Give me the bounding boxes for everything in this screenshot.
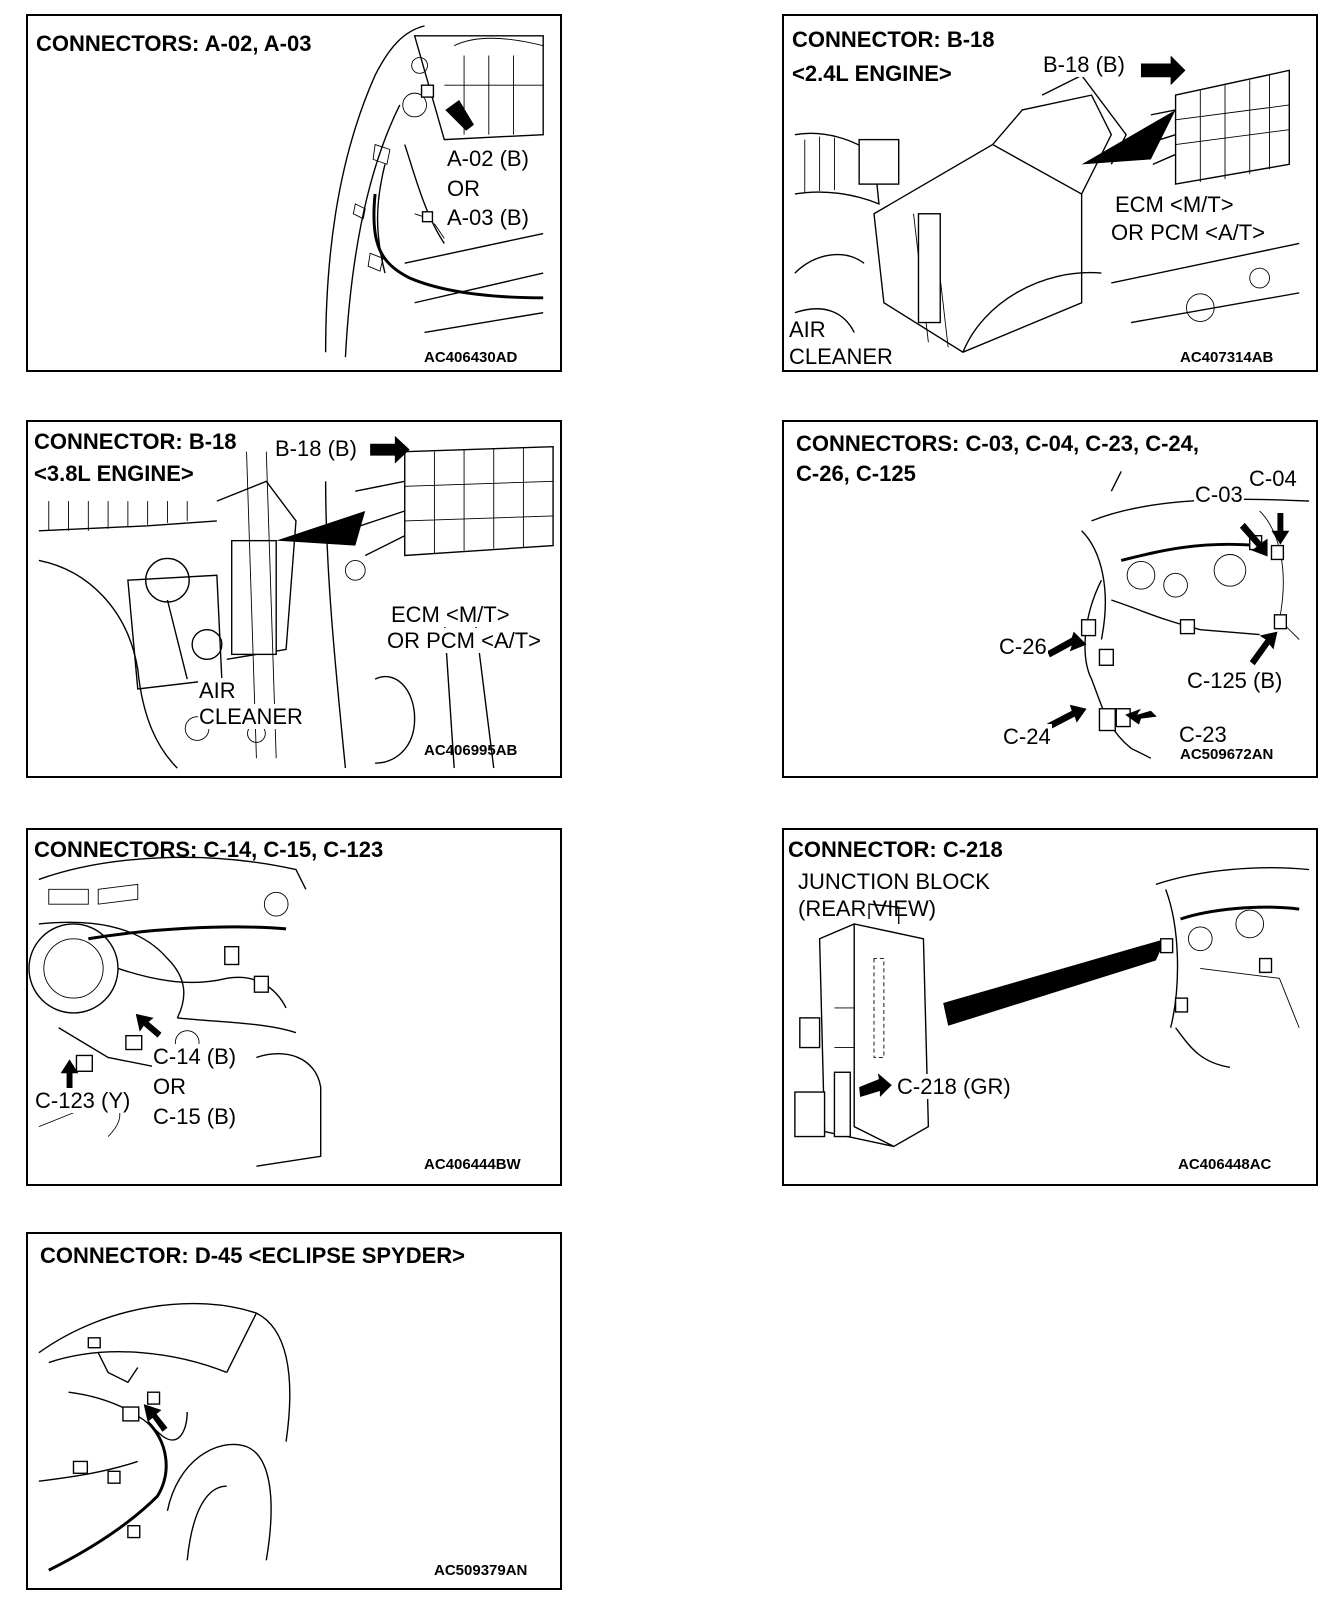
label-air: AIR (788, 317, 827, 342)
panel-connectors-c14-c15-c123: CONNECTORS: C-14, C-15, C-123 C-14 (B) O… (26, 828, 562, 1186)
vehicle-rear-illustration (38, 1302, 291, 1572)
panel-subtitle: <3.8L ENGINE> (34, 461, 194, 486)
label-c03: C-03 (1194, 482, 1244, 507)
label-a03: A-03 (B) (446, 205, 530, 230)
figure-code: AC509672AN (1180, 746, 1274, 763)
label-ecm: ECM <M/T> (390, 602, 511, 627)
panel-title: CONNECTOR: B-18 (34, 429, 237, 454)
label-or: OR (446, 176, 481, 201)
figure-code: AC509379AN (434, 1562, 528, 1579)
panel-subtitle: JUNCTION BLOCK (798, 869, 990, 894)
dashboard-harness-illustration (1047, 471, 1310, 759)
label-b18: B-18 (B) (274, 436, 358, 461)
panel-title-line2: C-26, C-125 (796, 461, 916, 486)
panel-title: CONNECTOR: B-18 (792, 27, 995, 52)
label-ecm: ECM <M/T> (1114, 192, 1235, 217)
engine-bay-illustration (38, 435, 554, 769)
panel-connector-b18-24l: CONNECTOR: B-18 <2.4L ENGINE> B-18 (B) E… (782, 14, 1318, 372)
engine-bay-illustration (324, 25, 544, 358)
panel-title: CONNECTOR: C-218 (788, 837, 1003, 862)
label-cleaner: CLEANER (198, 704, 304, 729)
panel-subtitle: <2.4L ENGINE> (792, 61, 952, 86)
label-pcm: OR PCM <A/T> (386, 628, 543, 653)
label-b18: B-18 (B) (1042, 52, 1126, 77)
figure-code: AC406444BW (424, 1156, 521, 1173)
label-c15: C-15 (B) (152, 1104, 238, 1129)
engine-bay-illustration (794, 55, 1300, 353)
label-c26: C-26 (998, 634, 1048, 659)
panel-title: CONNECTOR: D-45 <ECLIPSE SPYDER> (40, 1243, 466, 1268)
label-air: AIR (198, 678, 237, 703)
label-c04: C-04 (1248, 466, 1298, 491)
label-pcm: OR PCM <A/T> (1110, 220, 1267, 245)
panel-connector-b18-38l: CONNECTOR: B-18 <3.8L ENGINE> B-18 (B) E… (26, 420, 562, 778)
label-c14: C-14 (B) (152, 1044, 238, 1069)
panel-subtitle-line2: (REAR VIEW) (798, 896, 937, 921)
panel-connector-c218: CONNECTOR: C-218 JUNCTION BLOCK (REAR VI… (782, 828, 1318, 1186)
figure-code: AC406448AC (1178, 1156, 1272, 1173)
panel-title: CONNECTORS: C-03, C-04, C-23, C-24, (796, 431, 1200, 456)
panel-title: CONNECTORS: A-02, A-03 (36, 31, 312, 56)
label-c218: C-218 (GR) (896, 1074, 1012, 1099)
label-c23: C-23 (1178, 722, 1228, 747)
label-cleaner: CLEANER (788, 344, 894, 369)
figure-code: AC406995AB (424, 742, 518, 759)
label-or: OR (152, 1074, 187, 1099)
label-c123: C-123 (Y) (34, 1088, 132, 1113)
figure-code: AC406430AD (424, 349, 518, 366)
panel-connectors-a02-a03: CONNECTORS: A-02, A-03 A-02 (B) OR A-03 … (26, 14, 562, 372)
dashboard-harness-illustration (28, 856, 322, 1167)
label-c24: C-24 (1002, 724, 1052, 749)
label-c125: C-125 (B) (1186, 668, 1284, 693)
label-a02: A-02 (B) (446, 146, 530, 171)
junction-block-illustration (794, 867, 1310, 1148)
figure-code: AC407314AB (1180, 349, 1274, 366)
panel-title: CONNECTORS: C-14, C-15, C-123 (34, 837, 384, 862)
panel-connector-d45: CONNECTOR: D-45 <ECLIPSE SPYDER> AC50937… (26, 1232, 562, 1590)
panel-connectors-c03-c125: CONNECTORS: C-03, C-04, C-23, C-24, C-26… (782, 420, 1318, 778)
